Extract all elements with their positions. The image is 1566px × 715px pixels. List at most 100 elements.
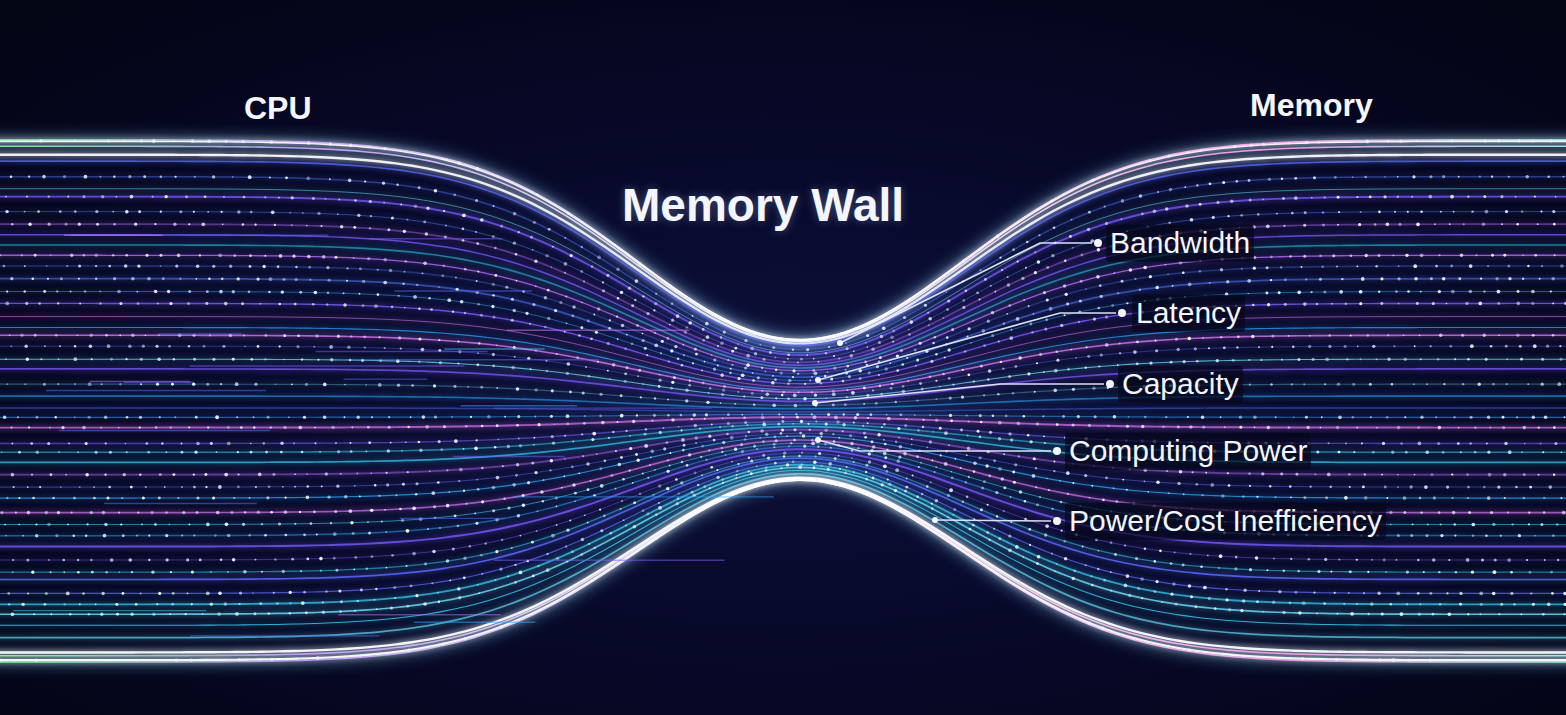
particle xyxy=(760,396,763,399)
particle xyxy=(249,497,251,499)
particle xyxy=(518,231,520,233)
particle xyxy=(828,346,830,348)
particle xyxy=(984,278,987,281)
particle xyxy=(1034,391,1036,393)
particle xyxy=(1005,415,1008,418)
particle xyxy=(1508,277,1511,280)
flow-line xyxy=(0,266,1566,374)
particle xyxy=(955,458,957,460)
particle xyxy=(264,196,266,198)
particle xyxy=(1232,359,1235,362)
particle xyxy=(616,267,619,270)
particle xyxy=(312,303,315,306)
particle xyxy=(1519,345,1522,348)
particle xyxy=(904,424,907,427)
particle xyxy=(212,358,215,361)
particle xyxy=(1479,176,1481,178)
particle xyxy=(551,266,553,268)
particle xyxy=(1491,176,1493,178)
particle xyxy=(620,394,623,397)
particle xyxy=(279,345,281,347)
particle xyxy=(108,265,111,268)
particle xyxy=(865,342,867,344)
particle xyxy=(1324,383,1326,385)
particle xyxy=(39,486,41,488)
particle xyxy=(253,426,255,428)
particle xyxy=(884,367,888,371)
particle xyxy=(723,330,726,333)
particle xyxy=(1105,315,1108,318)
particle xyxy=(759,437,761,439)
particle xyxy=(1458,176,1460,178)
particle xyxy=(566,372,569,375)
particle xyxy=(654,343,658,347)
particle xyxy=(113,175,115,177)
particle xyxy=(1359,302,1362,305)
particle xyxy=(363,335,366,338)
particle xyxy=(157,357,161,361)
particle xyxy=(761,390,763,392)
particle xyxy=(907,380,909,382)
particle xyxy=(535,285,537,287)
particle xyxy=(599,467,602,470)
particle xyxy=(50,254,52,256)
particle xyxy=(1280,473,1283,476)
particle xyxy=(1303,255,1306,258)
particle xyxy=(1242,495,1245,498)
particle xyxy=(884,443,887,446)
particle xyxy=(792,423,794,425)
particle xyxy=(811,376,813,378)
particle xyxy=(356,473,358,475)
particle xyxy=(1119,352,1121,354)
particle xyxy=(930,360,933,363)
particle xyxy=(151,196,153,198)
particle xyxy=(1553,426,1556,429)
particle xyxy=(582,391,585,394)
particle xyxy=(811,413,813,415)
particle xyxy=(1416,302,1419,305)
particle xyxy=(1497,486,1500,489)
particle xyxy=(32,497,35,500)
particle xyxy=(1121,280,1124,283)
particle xyxy=(793,393,797,397)
particle xyxy=(121,497,123,499)
particle xyxy=(1386,416,1389,419)
particle xyxy=(492,235,495,238)
particle xyxy=(1059,480,1061,482)
particle xyxy=(11,223,13,225)
particle xyxy=(547,289,550,292)
particle xyxy=(295,278,298,281)
particle xyxy=(979,248,982,251)
particle xyxy=(929,414,931,416)
particle xyxy=(425,425,429,429)
particle xyxy=(744,421,747,424)
particle xyxy=(1289,255,1291,257)
particle xyxy=(1278,291,1281,294)
particle xyxy=(608,327,611,330)
particle xyxy=(491,305,494,308)
particle xyxy=(492,294,494,296)
particle xyxy=(708,435,711,438)
particle xyxy=(942,274,945,277)
particle xyxy=(1557,382,1561,386)
particle xyxy=(900,349,903,352)
particle xyxy=(566,322,568,324)
particle xyxy=(642,383,644,385)
particle xyxy=(1404,416,1406,418)
particle xyxy=(946,291,948,293)
particle xyxy=(1248,472,1251,475)
particle xyxy=(1265,291,1268,294)
particle xyxy=(737,391,739,393)
flow-line xyxy=(0,255,1566,370)
particle xyxy=(946,336,949,339)
particle xyxy=(565,295,567,297)
particle xyxy=(448,491,450,493)
particle xyxy=(1169,188,1173,192)
particle xyxy=(1271,346,1273,348)
particle xyxy=(1007,276,1009,278)
particle xyxy=(1540,211,1542,213)
particle xyxy=(146,254,149,257)
particle xyxy=(240,426,243,429)
particle xyxy=(280,442,284,446)
edge-line xyxy=(0,479,1566,656)
